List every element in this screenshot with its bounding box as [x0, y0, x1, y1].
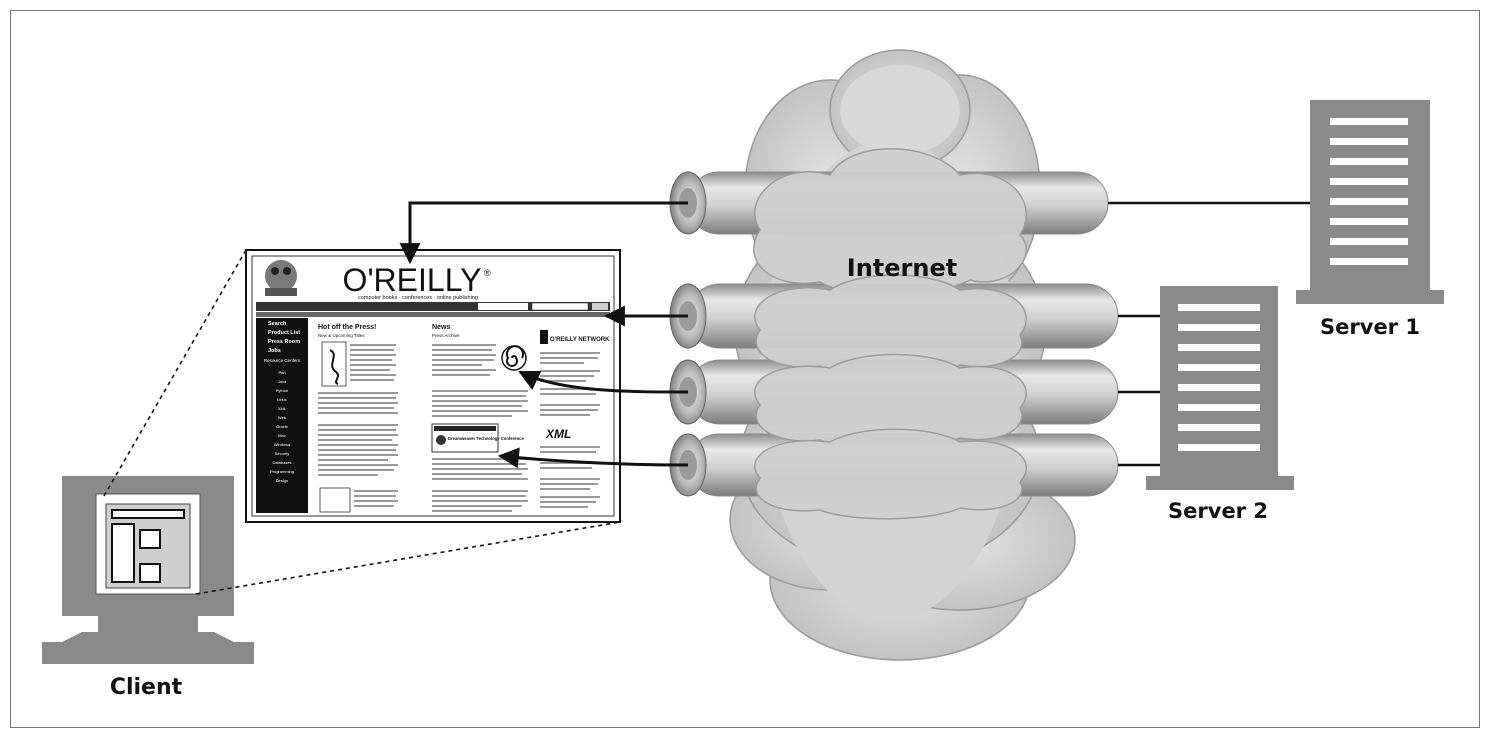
- oreilly-tagline: computer books · conferences · online pu…: [358, 295, 478, 301]
- sidebar-item: Design: [276, 478, 288, 483]
- col2-heading: News: [432, 324, 450, 331]
- server-2: [1146, 286, 1294, 490]
- sidebar-item: Mac: [278, 433, 286, 438]
- conference-banner-text: Dreamweaver Technology Conference: [448, 436, 524, 441]
- arrow-to-spiral: [518, 370, 689, 394]
- cloud-overlay: [753, 148, 1027, 520]
- xml-logo: XML: [545, 427, 571, 441]
- col2-text-lines: [432, 344, 528, 512]
- col1-heading: Hot off the Press!: [318, 324, 376, 331]
- col1-text-lines: [318, 344, 398, 476]
- sidebar-item: Resource Centers: [264, 358, 301, 363]
- sidebar-nav: Search Product List Press Room Jobs Reso…: [264, 321, 301, 483]
- spiral-icon: [501, 345, 527, 371]
- nav-item: Jobs: [268, 348, 281, 354]
- nav-item: Press Room: [268, 339, 300, 345]
- diagram-frame: [10, 10, 1480, 728]
- nav-item: Product List: [268, 330, 300, 336]
- nav-item: Search: [268, 321, 287, 327]
- arrow-to-logo: [399, 201, 688, 265]
- arrow-to-banner: [497, 447, 689, 469]
- sidebar-item: Databases: [272, 460, 291, 465]
- owl-logo-icon: [265, 260, 297, 296]
- sidebar-item: Java: [278, 379, 287, 384]
- server-2-label: Server 2: [1168, 499, 1268, 523]
- sidebar-item: Linux: [277, 397, 287, 402]
- client-computer: [42, 476, 254, 664]
- book-cover-icon: [321, 341, 347, 387]
- svg-text:O'REILLY NETWORK: O'REILLY NETWORK: [550, 337, 610, 343]
- oreilly-network-logo: O'REILLY NETWORK: [540, 330, 610, 344]
- sidebar-item: Windows: [274, 442, 290, 447]
- internet-label: Internet: [847, 254, 957, 282]
- col1-subheading: New & Upcoming Titles: [318, 333, 365, 338]
- oreilly-logo: O'REILLY: [343, 262, 482, 298]
- web-page-zoom: O'REILLY ® computer books · conferences …: [245, 249, 621, 523]
- server-1: [1296, 100, 1444, 304]
- sidebar-item: Perl: [278, 370, 285, 375]
- sidebar-item: Oracle: [276, 424, 289, 429]
- sidebar-item: Security: [275, 451, 289, 456]
- client-label: Client: [110, 675, 183, 700]
- sidebar-item: Web: [278, 415, 287, 420]
- oreilly-logo-mark: ®: [484, 268, 491, 278]
- sidebar-item: XML: [278, 406, 287, 411]
- col2-subheading: Press Archive: [432, 333, 460, 338]
- data-arrows: [399, 201, 689, 469]
- sidebar-item: Python: [276, 388, 288, 393]
- server-links: [1108, 201, 1310, 467]
- sidebar-item: Programming: [270, 469, 294, 474]
- server-1-label: Server 1: [1320, 315, 1420, 339]
